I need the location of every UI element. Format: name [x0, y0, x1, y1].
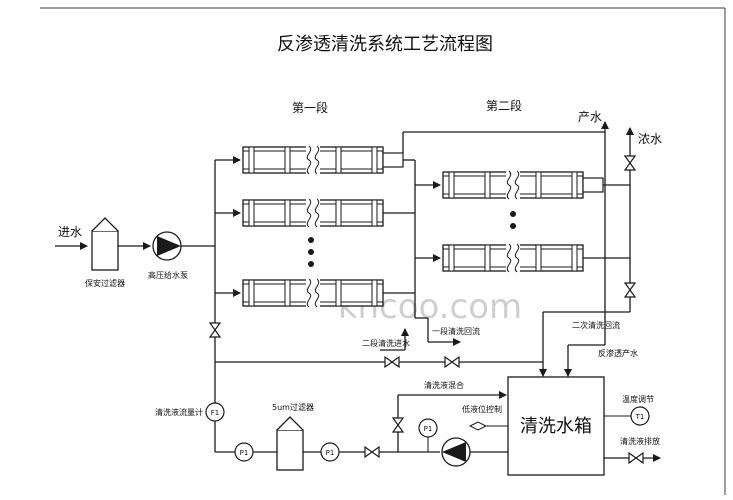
- concentrate-label: 浓水: [638, 132, 662, 146]
- cleaning-tank-label: 清洗水箱: [520, 416, 592, 437]
- stage2-membrane-1: [442, 170, 584, 200]
- inlet-label: 进水: [58, 225, 82, 239]
- stage1-membrane-2: [242, 198, 384, 228]
- flowmeter-tag: F1: [211, 409, 219, 417]
- stage2-outlet-stub: [582, 177, 604, 193]
- flowmeter-label: 清洗液流量计: [155, 407, 203, 417]
- stage2-ellipsis-dots: [510, 211, 516, 229]
- stage1-clean-inlet-valve: [209, 322, 221, 338]
- product-water-label: 产水: [578, 110, 602, 124]
- clean-mix-label: 清洗液混合: [424, 380, 464, 390]
- clean-supply-valve-2: [444, 356, 460, 368]
- stage1-membrane-3: [242, 278, 384, 308]
- pressure-gauge-mid-tag: P1: [326, 449, 335, 457]
- filter-5um-symbol: [276, 416, 304, 471]
- mix-valve: [392, 417, 404, 433]
- stage1-ellipsis-dots: [308, 237, 314, 267]
- stage1-membrane-1: [242, 145, 384, 175]
- flowmeter-f1-symbol: [205, 402, 225, 422]
- temperature-sensor-tag: T1: [635, 413, 645, 421]
- stage1-clean-return-label: 一段清洗回流: [432, 326, 480, 336]
- hp-pump-label: 高压给水泵: [148, 270, 188, 280]
- concentrate-valve-bottom: [624, 282, 636, 298]
- pressure-gauge-mid-symbol: [320, 442, 340, 462]
- pressure-gauge-left-symbol: [234, 442, 254, 462]
- ro-product-water-label: 反渗透产水: [598, 348, 638, 358]
- low-level-control-label: 低液位控制: [462, 404, 502, 414]
- filter-5um-label: 5um过滤器: [272, 402, 314, 412]
- cartridge-filter-symbol: [91, 217, 119, 271]
- clean-pump-symbol: [441, 437, 471, 467]
- pressure-gauge-pump-tag: P1: [424, 425, 433, 433]
- level-switch-symbol: [468, 421, 488, 431]
- diagram-title: 反渗透清洗系统工艺流程图: [277, 34, 493, 55]
- stage2-membrane-2: [442, 243, 584, 273]
- stage2-clean-return-label: 二次清洗回流: [572, 320, 620, 330]
- clean-supply-valve-1: [384, 356, 400, 368]
- cleaning-tank: [507, 376, 605, 476]
- pressure-gauge-left-tag: P1: [240, 449, 249, 457]
- loop-valve: [364, 446, 380, 458]
- temperature-control-label: 温度调节: [622, 394, 654, 404]
- concentrate-valve-top: [624, 155, 636, 171]
- cartridge-filter-label: 保安过滤器: [85, 278, 125, 288]
- stage2-clean-inlet-label: 二段清洗进水: [362, 338, 410, 348]
- hp-pump-symbol: [152, 231, 182, 261]
- stage1-label: 第一段: [292, 100, 328, 115]
- drain-label: 清洗液排放: [620, 436, 660, 446]
- stage1-outlet-stub: [382, 152, 404, 168]
- stage2-label: 第二段: [486, 98, 522, 113]
- drain-valve: [628, 452, 644, 464]
